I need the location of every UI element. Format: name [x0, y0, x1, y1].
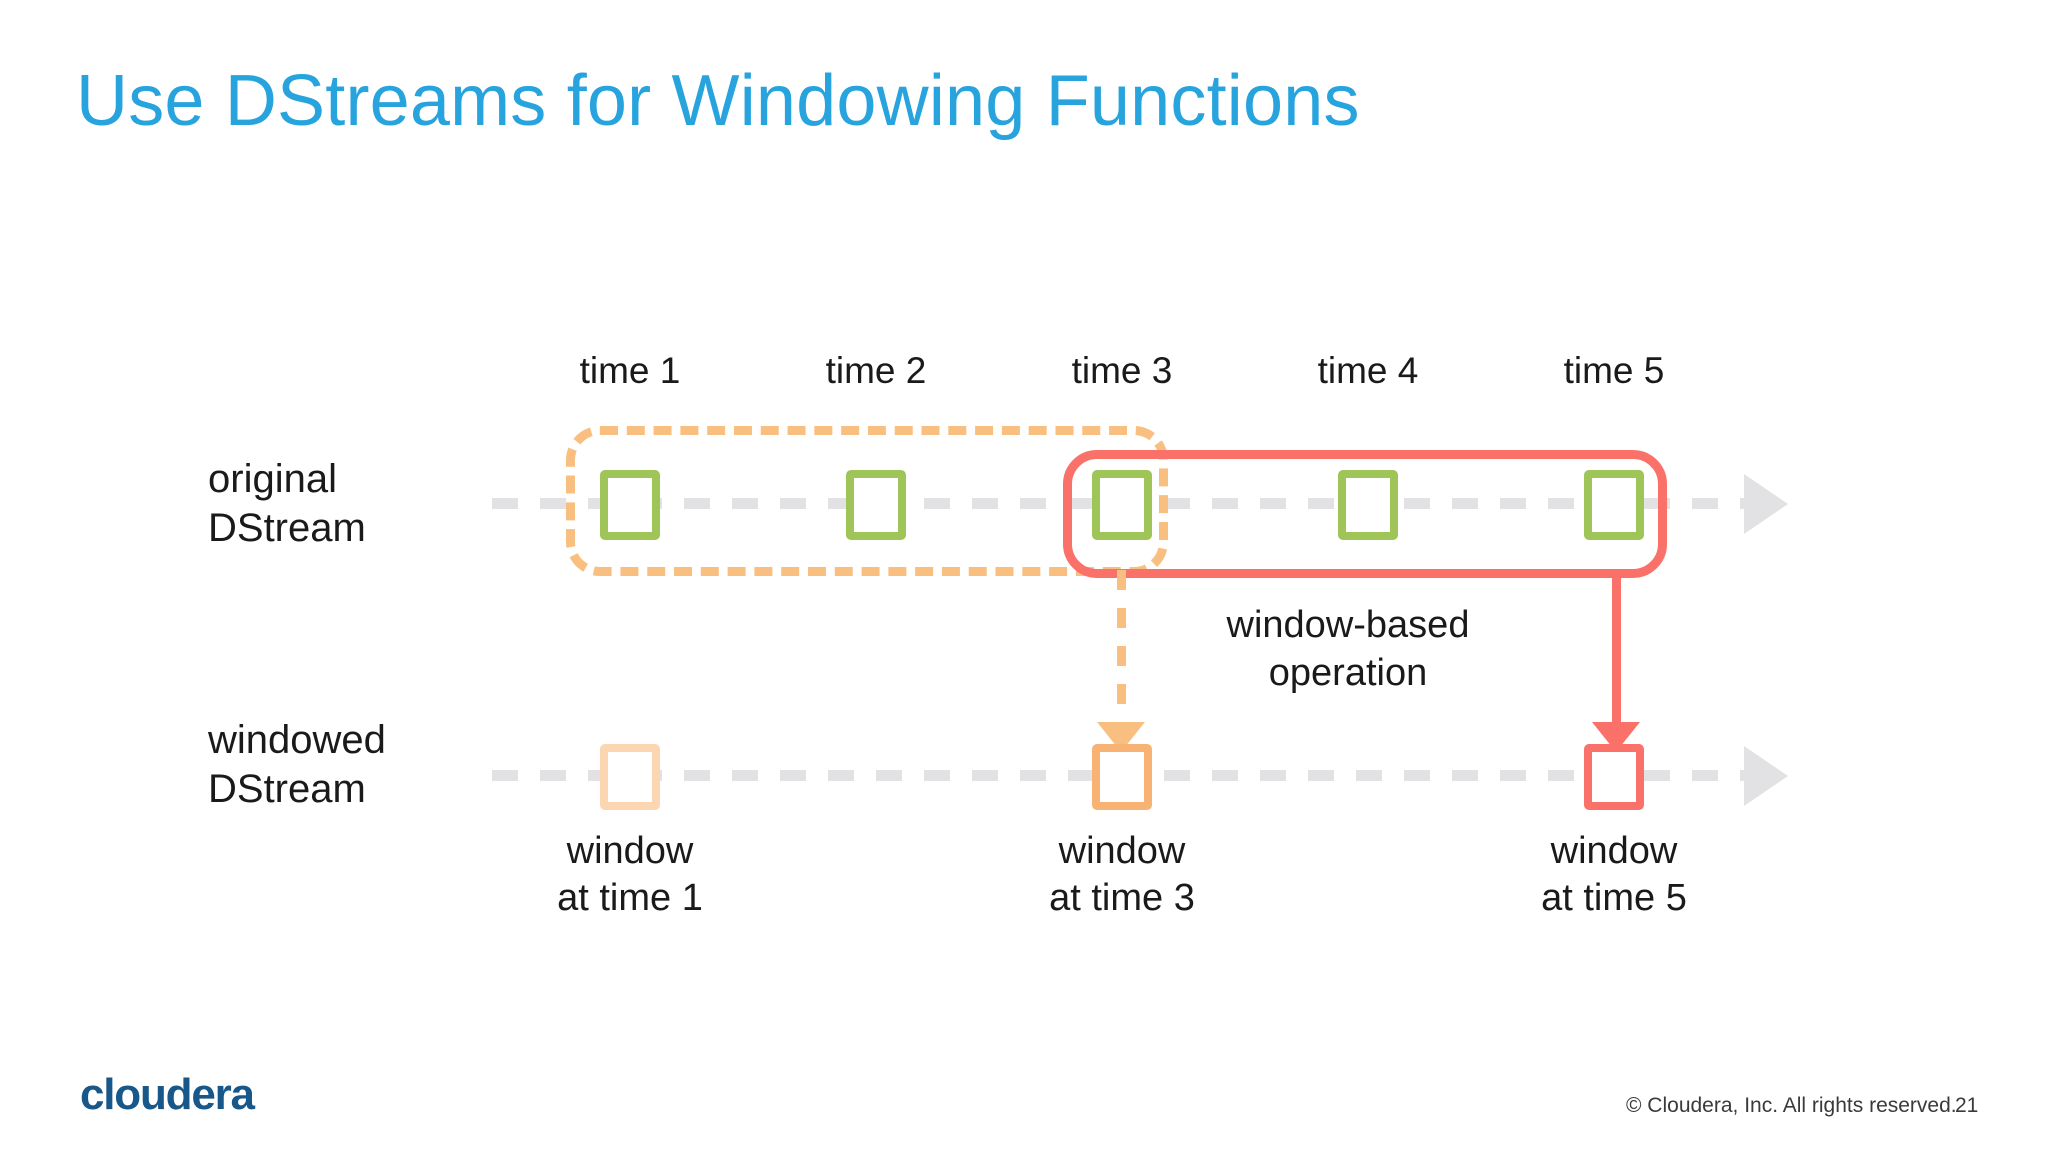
row-label-original-dstream: original DStream — [208, 455, 366, 553]
window-caption-3-line2: at time 3 — [1049, 876, 1195, 919]
flow-line-solid — [1612, 572, 1621, 730]
time-label-4: time 4 — [1317, 350, 1419, 391]
row-label-windowed-line2: DStream — [208, 766, 366, 811]
row-label-windowed-line1: windowed — [208, 718, 386, 762]
footer-copyright: © Cloudera, Inc. All rights reserved. — [1626, 1094, 1957, 1117]
row-label-windowed-dstream: windowed DStream — [208, 716, 386, 814]
operation-caption-line1: window-based — [1226, 604, 1470, 646]
row-label-original-line2: DStream — [208, 505, 366, 550]
timeline-arrow-original-icon — [1744, 474, 1788, 534]
window-caption-time-1: window at time 1 — [480, 828, 780, 921]
window-caption-1-line2: at time 1 — [557, 876, 703, 919]
footer-page-number: 21 — [1955, 1094, 1979, 1117]
row-label-original-line1: original — [208, 457, 337, 501]
time-label-2: time 2 — [825, 350, 927, 391]
cloudera-logo: cloudera — [80, 1070, 255, 1119]
window-caption-3-line1: window — [1058, 830, 1186, 872]
page-title: Use DStreams for Windowing Functions — [76, 61, 1360, 141]
batch-box-time-1 — [600, 470, 660, 540]
window-rect-solid — [1063, 450, 1667, 578]
time-label-3: time 3 — [1071, 350, 1173, 391]
window-box-time-3 — [1092, 744, 1152, 810]
timeline-arrow-windowed-icon — [1744, 746, 1788, 806]
operation-caption: window-based operation — [1158, 602, 1538, 697]
window-rect-dashed — [566, 426, 1168, 576]
window-caption-1-line1: window — [566, 830, 694, 872]
time-label-1: time 1 — [579, 350, 681, 391]
time-label-5: time 5 — [1563, 350, 1665, 391]
window-caption-5-line2: at time 5 — [1541, 876, 1687, 919]
batch-box-time-2 — [846, 470, 906, 540]
window-box-time-5 — [1584, 744, 1644, 810]
batch-box-time-3 — [1092, 470, 1152, 540]
operation-caption-line2: operation — [1268, 651, 1428, 694]
batch-box-time-4 — [1338, 470, 1398, 540]
window-caption-time-5: window at time 5 — [1464, 828, 1764, 921]
window-caption-5-line1: window — [1550, 830, 1678, 872]
batch-box-time-5 — [1584, 470, 1644, 540]
flow-line-dashed — [1117, 570, 1126, 730]
window-caption-time-3: window at time 3 — [972, 828, 1272, 921]
window-box-time-1 — [600, 744, 660, 810]
